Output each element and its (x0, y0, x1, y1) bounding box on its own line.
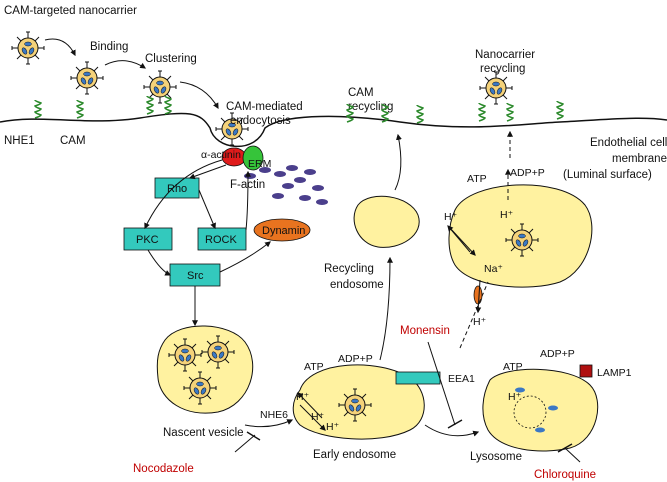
label-h-rv-1: H⁺ (444, 211, 458, 223)
label-atp-rv: ATP (467, 173, 487, 185)
label-adp-ly: ADP+P (540, 348, 575, 360)
dynamin-shape (253, 218, 311, 242)
box-rho (154, 177, 200, 199)
step-endocytosis: endocytosis (230, 115, 291, 127)
label-eea1: EEA1 (448, 373, 475, 385)
drug-chloroquine: Chloroquine (534, 469, 596, 481)
box-rock (197, 227, 247, 251)
actin-filaments (244, 165, 328, 205)
label-lamp1: LAMP1 (597, 367, 632, 379)
label-nhe1: NHE1 (4, 135, 35, 147)
label-dynamin: Dynamin (262, 225, 305, 237)
label-alpha-actinin: α-actinin (201, 149, 241, 161)
label-recycling-1: Recycling (324, 263, 374, 275)
membrane-label-3: (Luminal surface) (563, 169, 652, 181)
label-recycling-2: endosome (330, 279, 384, 291)
drug-monensin: Monensin (400, 325, 450, 337)
nanocarrier-free (11, 31, 45, 65)
cell-membrane (0, 112, 667, 148)
receptor-coil (416, 104, 424, 124)
label-lysosome: Lysosome (470, 451, 522, 463)
lysosome-core (513, 395, 547, 429)
label-adp-ee: ADP+P (338, 353, 373, 365)
receptor-coil (478, 102, 486, 122)
label-atp-ly: ATP (503, 361, 523, 373)
monensin-inhibit (427, 341, 456, 426)
label-na: Na⁺ (484, 263, 503, 275)
label-nascent-vesicle: Nascent vesicle (163, 427, 244, 439)
membrane-label-2: membrane (612, 153, 667, 165)
label-nhe6: NHE6 (260, 409, 288, 421)
nanocarrier-binding (70, 61, 104, 95)
label-cam: CAM (60, 135, 86, 147)
label-h-ly: H⁺ (508, 391, 522, 403)
label-src: Src (187, 270, 204, 282)
lamp1-marker (579, 364, 593, 378)
recycling-endosome-shape (353, 195, 420, 248)
title: CAM-targeted nanocarrier (4, 5, 137, 17)
receptor-nhe1 (34, 99, 42, 119)
label-pkc: PKC (136, 234, 159, 246)
label-erm: ERM (248, 158, 271, 170)
label-early-endosome: Early endosome (313, 449, 396, 461)
receptor-cam (76, 99, 84, 119)
step-cam-recycling-1: CAM (348, 87, 374, 99)
monensin-link (459, 281, 489, 349)
eea1-marker (395, 371, 441, 385)
label-rho: Rho (167, 183, 187, 195)
erm-shape (242, 145, 264, 171)
step-cam-mediated: CAM-mediated (226, 101, 303, 113)
nanocarrier-recycling (479, 71, 513, 105)
label-atp-ee: ATP (304, 361, 324, 373)
label-h-rv-3: H⁺ (473, 316, 487, 328)
receptor-coil (556, 100, 564, 120)
drug-nocodazole: Nocodazole (133, 463, 194, 475)
receptor-coil (146, 95, 154, 115)
label-rock: ROCK (205, 234, 237, 246)
membrane-label-1: Endothelial cell (590, 137, 667, 149)
step-nano-recycling-2: recycling (480, 63, 525, 75)
na-channel (473, 285, 483, 305)
lysosome-shape (482, 368, 599, 452)
label-h-rv-2: H⁺ (500, 209, 514, 221)
receptor-coil (506, 102, 514, 122)
step-nano-recycling-1: Nanocarrier (475, 49, 535, 61)
label-h-ee-1: H⁺ (296, 391, 310, 403)
step-binding: Binding (90, 41, 128, 53)
label-h-ee-2: H⁺ (311, 411, 325, 423)
nascent-vesicle-shape (156, 325, 254, 414)
label-h-ee-3: H⁺ (326, 421, 340, 433)
receptor-coil (164, 95, 172, 115)
label-adp-rv: ADP+P (510, 167, 545, 179)
step-clustering: Clustering (145, 53, 197, 65)
